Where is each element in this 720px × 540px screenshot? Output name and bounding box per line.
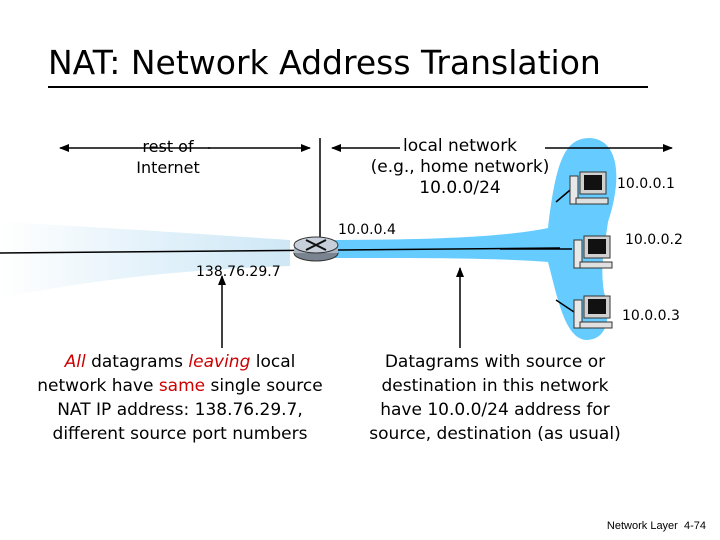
router-inside-ip: 10.0.0.4 xyxy=(338,222,396,238)
rest-of-internet-label: rest of Internet xyxy=(136,137,200,177)
local-network-label: local network (e.g., home network) 10.0.… xyxy=(370,136,550,198)
right-note: Datagrams with source or destination in … xyxy=(369,352,621,444)
footer-page: 4-74 xyxy=(683,520,706,532)
router-icon xyxy=(293,236,339,262)
host2-ip: 10.0.0.2 xyxy=(625,232,683,248)
computer-icon-host3 xyxy=(573,295,613,329)
computer-icon-host1 xyxy=(569,171,609,205)
footer-section: Network Layer xyxy=(606,520,678,532)
page-title: NAT: Network Address Translation xyxy=(48,40,648,88)
network-line xyxy=(0,247,561,254)
router-outside-ip: 138.76.29.7 xyxy=(196,264,281,280)
internet-region xyxy=(0,222,290,298)
host3-ip: 10.0.0.3 xyxy=(622,308,680,324)
host1-ip: 10.0.0.1 xyxy=(617,176,675,192)
footer: Network Layer 4-74 xyxy=(607,520,706,532)
computer-icon-host2 xyxy=(573,235,613,269)
left-note: All datagrams leaving local network have… xyxy=(37,352,323,444)
local-network-region xyxy=(320,138,617,340)
